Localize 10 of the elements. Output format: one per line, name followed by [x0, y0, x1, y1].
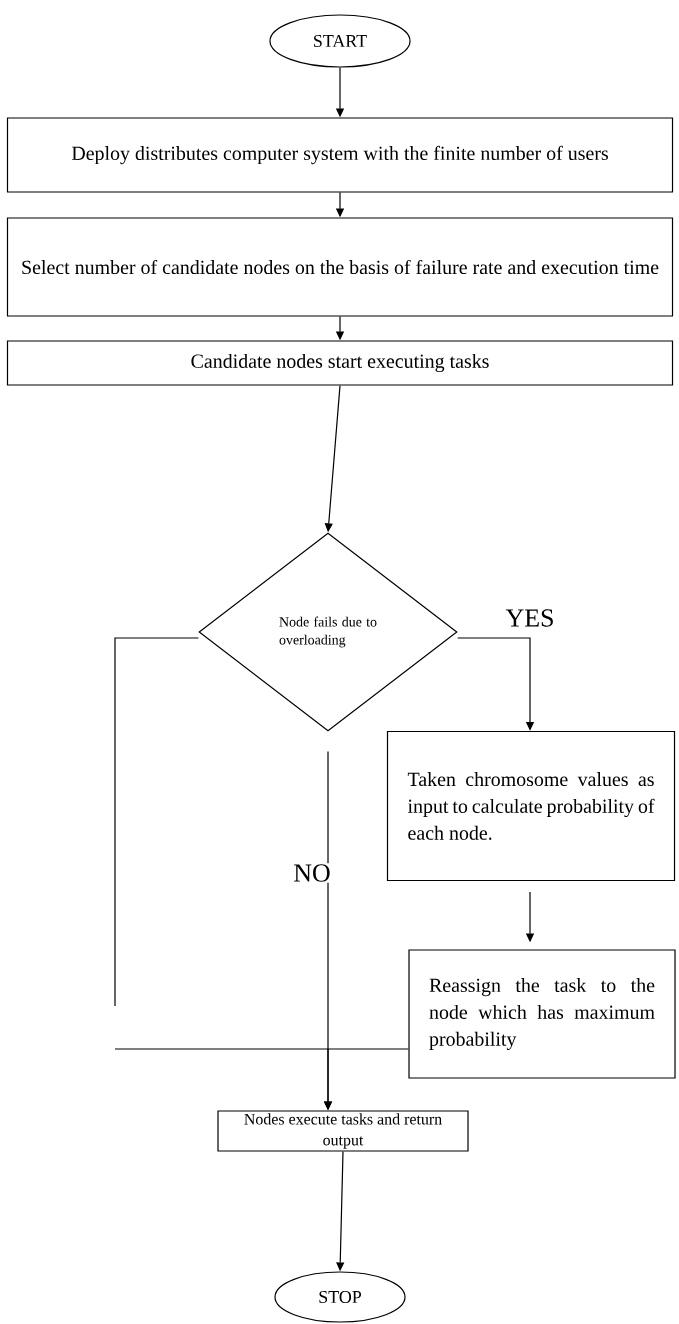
process-box: Nodes execute tasks and return output: [217, 1110, 469, 1152]
process-box: Select number of candidate nodes on the basis of failure rate and execution time: [6, 217, 674, 317]
process-box: Deploy distributes computer system with the finite number of users: [6, 117, 674, 193]
edge-label: NO: [292, 863, 332, 883]
arrow: [457, 637, 535, 731]
edge-label: YES: [504, 608, 556, 628]
process-box: Reassign the task to the node which has maximum probability: [408, 949, 676, 1079]
process-box: Candidate nodes start executing tasks: [6, 340, 674, 386]
connector-line: [114, 637, 199, 1007]
process-box: Taken chromosome values as input to calculate probability of each node.: [386, 730, 676, 882]
